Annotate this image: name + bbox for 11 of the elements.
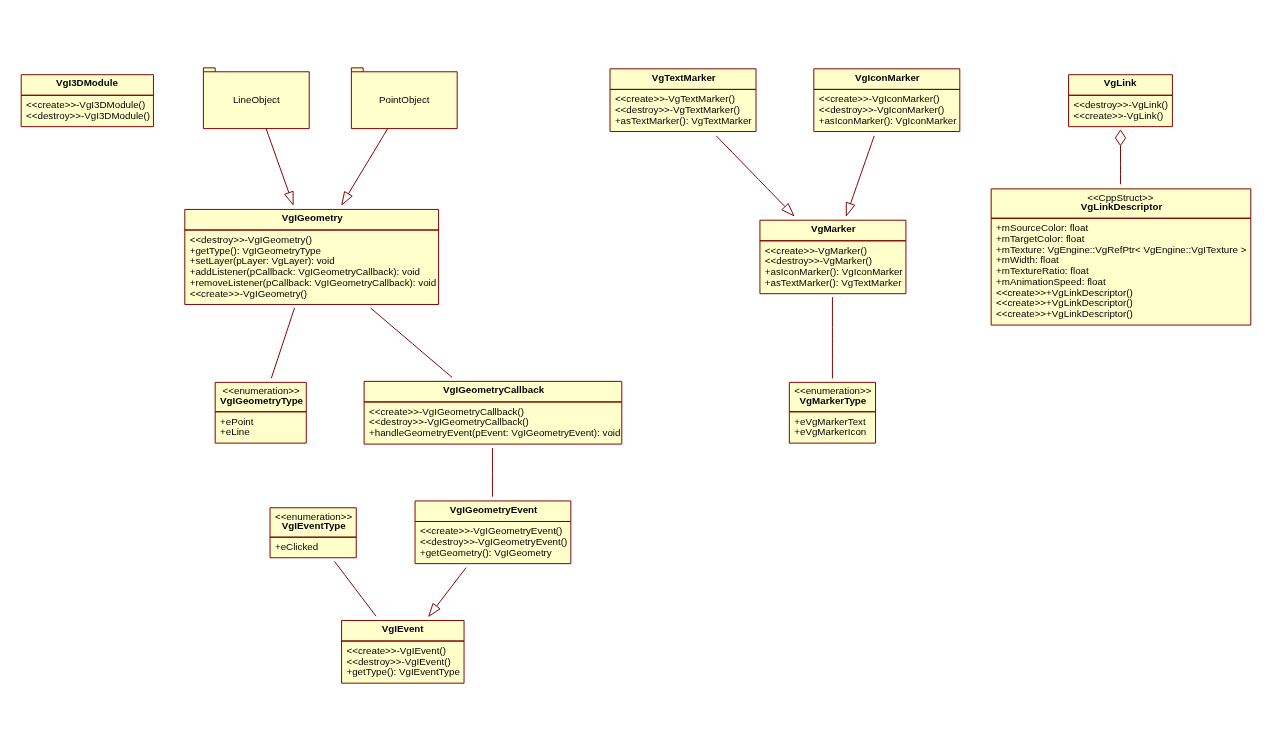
arrow bbox=[715, 135, 795, 217]
arrow bbox=[428, 567, 467, 617]
connector bbox=[831, 296, 833, 379]
connector bbox=[370, 307, 453, 378]
connector bbox=[334, 560, 377, 617]
arrow bbox=[265, 128, 294, 206]
arrow bbox=[845, 135, 875, 217]
connector bbox=[1114, 129, 1127, 185]
connector bbox=[491, 447, 493, 498]
connector bbox=[270, 307, 295, 379]
arrow bbox=[341, 128, 389, 206]
